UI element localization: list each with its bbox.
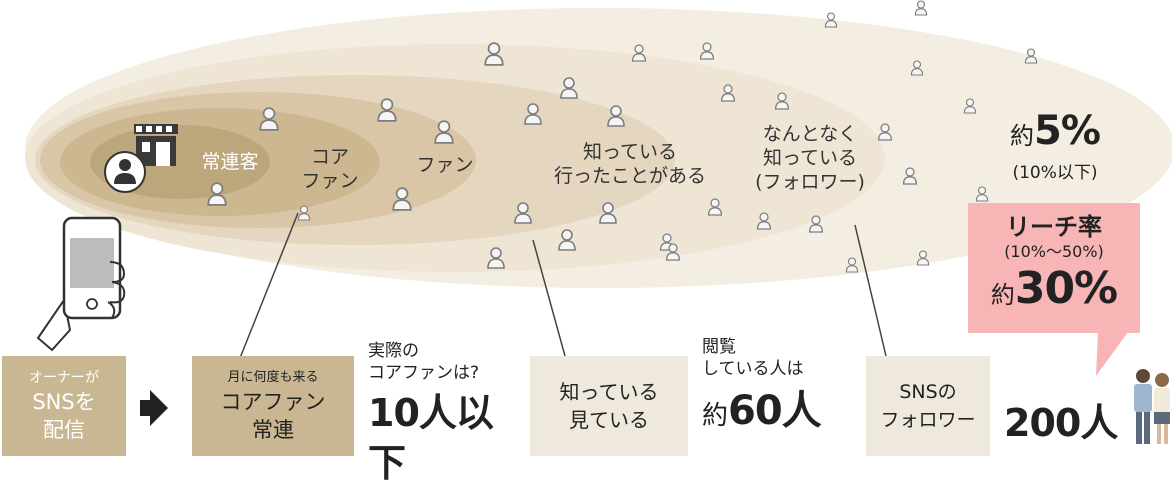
arrow-right-icon bbox=[140, 390, 168, 426]
actual-line1: 実際の bbox=[368, 341, 419, 361]
reach-rate-title: リーチ率 bbox=[1006, 212, 1102, 241]
know-see-box: 知っている 見ている bbox=[530, 356, 688, 456]
know-see-line1: 知っている bbox=[559, 380, 659, 404]
ring-label-core-fan-line2: ファン bbox=[301, 170, 359, 192]
viewing-prefix: 約 bbox=[702, 401, 729, 431]
outer-percentage-value: 5% bbox=[1034, 108, 1101, 154]
ring-label-vaguely-line3: (フォロワー) bbox=[755, 171, 865, 193]
actual-core-fans: 実際の コアファンは? 10人以下 bbox=[368, 340, 528, 488]
ring-label-vaguely-line2: 知っている bbox=[762, 147, 858, 169]
connector-core bbox=[239, 212, 299, 359]
connector-know bbox=[532, 239, 566, 357]
owner-sns-line3: 配信 bbox=[43, 418, 85, 442]
viewing-count: 閲覧 している人は 約60人 bbox=[702, 336, 862, 446]
ring-label-know-visit-line2: 行ったことがある bbox=[553, 165, 706, 187]
reach-bubble-pointer bbox=[1096, 332, 1128, 376]
connector-follower bbox=[854, 224, 887, 357]
reach-rate-prefix: 約 bbox=[990, 280, 1015, 309]
viewing-line2: している人は bbox=[702, 359, 804, 379]
follower-line2: フォロワー bbox=[880, 409, 976, 431]
people-illustration-icon bbox=[1134, 369, 1170, 444]
ring-label-vaguely-line1: なんとなく bbox=[762, 123, 858, 145]
regular-line3: 常連 bbox=[252, 418, 294, 442]
reach-rate-range: (10%〜50%) bbox=[1004, 241, 1104, 261]
ring-label-know-visit: 知っている 行ったことがある bbox=[530, 140, 730, 188]
smartphone-icon bbox=[36, 216, 126, 352]
ring-label-fan: ファン bbox=[416, 154, 474, 176]
outer-percentage-prefix: 約 bbox=[1010, 122, 1035, 150]
ring-label-core-fan-line1: コア bbox=[310, 146, 349, 168]
ring-label-vaguely: なんとなく 知っている (フォロワー) bbox=[740, 122, 880, 194]
owner-sns-line1: オーナーが bbox=[29, 370, 99, 386]
person-icon bbox=[914, 0, 928, 16]
outer-percentage: 約5% (10%以下) bbox=[990, 108, 1120, 184]
owner-sns-line2: SNSを bbox=[32, 390, 96, 414]
regular-line1: 月に何度も来る bbox=[227, 370, 319, 385]
follower-line1: SNSの bbox=[899, 381, 957, 403]
follower-count: 200人 bbox=[1004, 401, 1118, 445]
actual-count: 10人以下 bbox=[368, 391, 494, 485]
actual-line2: コアファンは? bbox=[368, 363, 480, 383]
ring-label-know-visit-line1: 知っている bbox=[582, 141, 678, 163]
ring-label-core-fan: コア ファン bbox=[290, 145, 370, 193]
know-see-line2: 見ている bbox=[569, 408, 649, 432]
viewing-line1: 閲覧 bbox=[702, 337, 736, 357]
regular-box: 月に何度も来る コアファン 常連 bbox=[192, 356, 354, 456]
outer-percentage-note: (10%以下) bbox=[1012, 163, 1098, 183]
regular-line2: コアファン bbox=[220, 390, 326, 414]
reach-rate-box: リーチ率 (10%〜50%) 約30% bbox=[968, 203, 1140, 333]
ring-label-regular: 常連客 bbox=[201, 151, 259, 173]
viewing-value: 60人 bbox=[728, 388, 822, 434]
follower-box: SNSの フォロワー bbox=[866, 356, 990, 456]
audience-diagram bbox=[25, 0, 1172, 444]
reach-rate-value: 30% bbox=[1014, 262, 1118, 314]
owner-sns-box: オーナーが SNSを 配信 bbox=[2, 356, 126, 456]
owner-avatar-icon bbox=[104, 151, 146, 193]
